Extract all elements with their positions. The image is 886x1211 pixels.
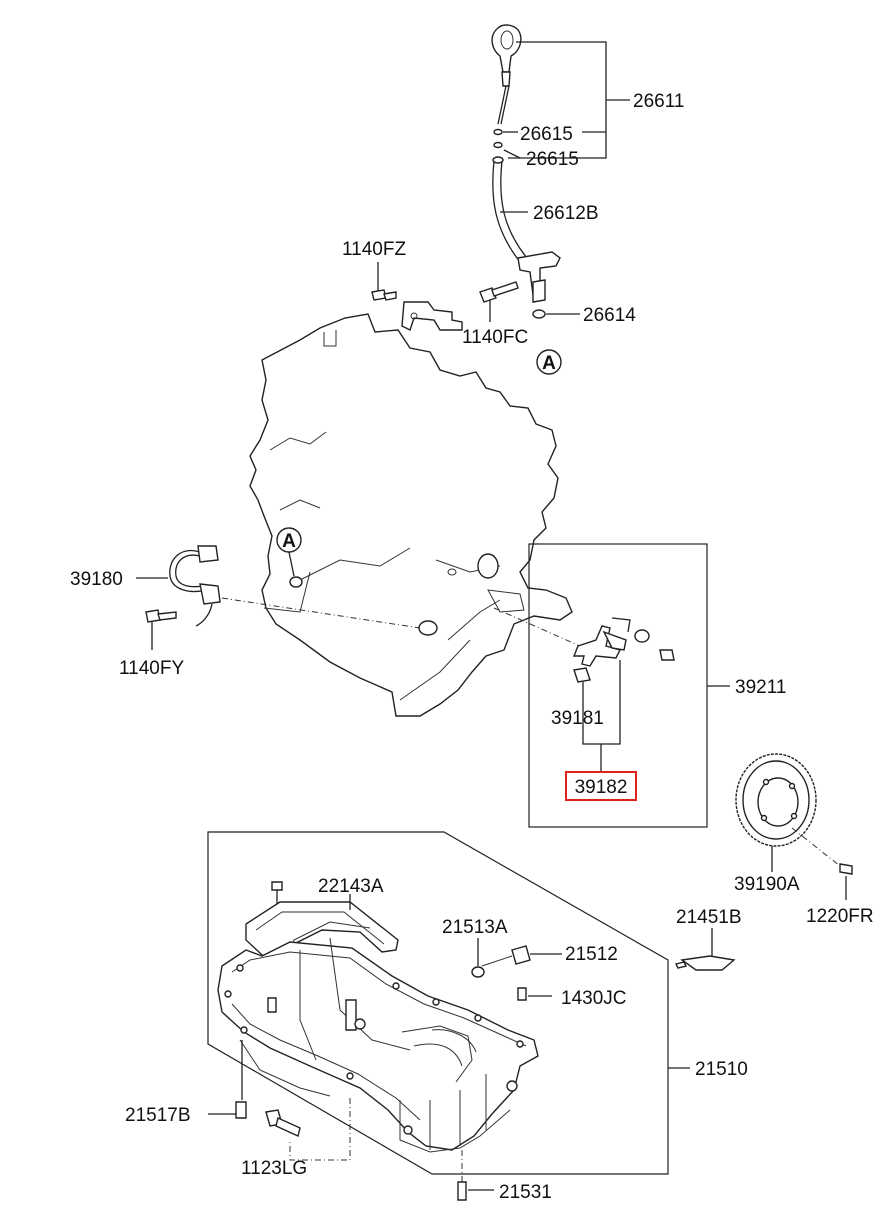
label-26614: 26614 xyxy=(583,305,636,326)
label-39190a: 39190A xyxy=(734,874,800,895)
callout-a-lower: A xyxy=(282,531,296,552)
group-box-21510 xyxy=(207,831,669,1175)
label-26615-upper: 26615 xyxy=(520,124,573,145)
label-21531: 21531 xyxy=(499,1182,552,1203)
sealant-tube-drawing xyxy=(674,955,736,971)
engine-block-drawing: A xyxy=(249,313,573,717)
sensor-bracket-drawing xyxy=(572,617,675,683)
callout-a-upper: A xyxy=(542,353,556,374)
label-22143a: 22143A xyxy=(318,876,384,897)
label-21513a: 21513A xyxy=(442,917,508,938)
label-21512: 21512 xyxy=(565,944,618,965)
oil-dipstick-drawing xyxy=(479,24,561,319)
knock-sensor-drawing xyxy=(145,545,221,627)
label-26615-lower: 26615 xyxy=(526,149,579,170)
oil-pan-drawing xyxy=(217,881,539,1201)
label-39181: 39181 xyxy=(551,708,604,729)
label-1140fy: 1140FY xyxy=(119,658,184,679)
label-21517b: 21517B xyxy=(125,1105,191,1126)
label-26612b: 26612B xyxy=(533,203,599,224)
label-21451b: 21451B xyxy=(676,907,742,928)
bolt-bracket-drawing xyxy=(371,262,463,331)
label-1430jc: 1430JC xyxy=(561,988,627,1009)
label-1140fc: 1140FC xyxy=(462,327,528,348)
label-21510: 21510 xyxy=(695,1059,748,1080)
label-26611: 26611 xyxy=(633,91,684,112)
highlight-box-39182 xyxy=(565,771,637,801)
reluctor-ring-drawing xyxy=(735,753,853,875)
label-39211: 39211 xyxy=(735,677,786,698)
label-1140fz: 1140FZ xyxy=(342,239,406,260)
label-1123lg: 1123LG xyxy=(241,1158,307,1179)
label-39182[interactable]: 39182 xyxy=(575,777,628,798)
label-39180: 39180 xyxy=(70,569,123,590)
label-1220fr: 1220FR xyxy=(806,906,874,927)
